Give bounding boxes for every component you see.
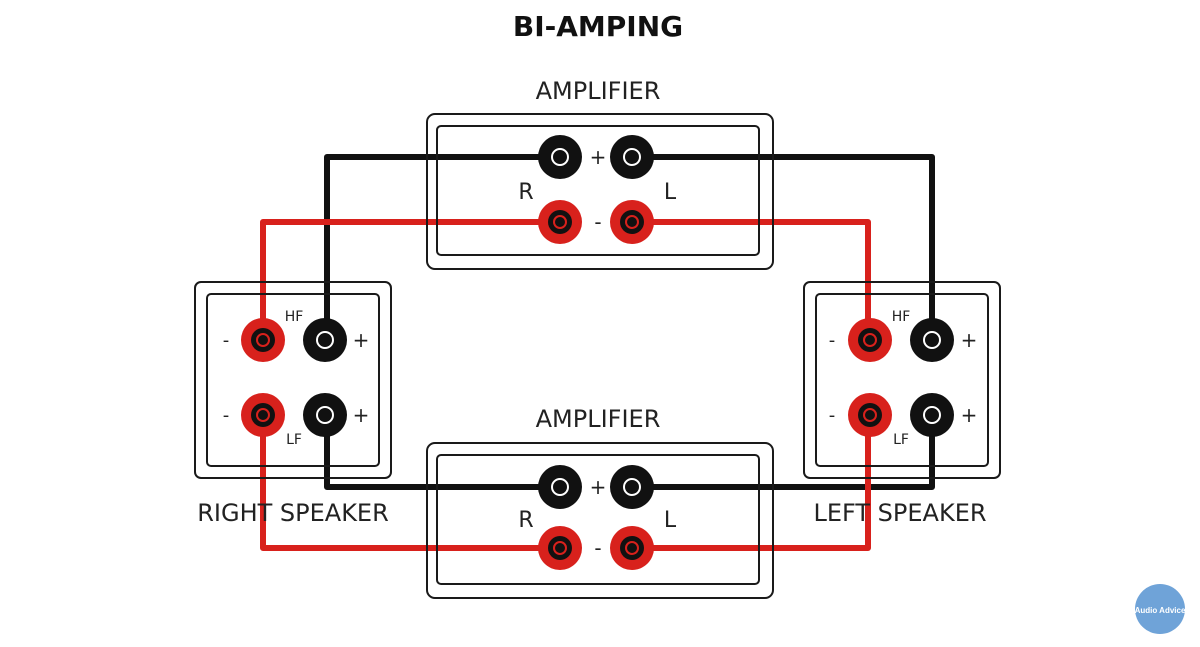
wire-top-amp-r-minus-to-right-hf-minus — [260, 219, 560, 340]
wire-top-amp-l-minus-to-left-hf-minus — [632, 219, 871, 340]
left-speaker: HF LF - - + + LEFT SPEAKER — [803, 281, 1001, 527]
right-speaker-label: RIGHT SPEAKER — [197, 499, 389, 527]
amplifier-top-plus-sign: + — [590, 145, 607, 169]
left-speaker-hf-minus-terminal — [847, 317, 893, 363]
amplifier-top-l-plus-terminal — [609, 134, 655, 180]
left-speaker-hf-plus-terminal — [909, 317, 955, 363]
wire-bottom-amp-l-plus-to-left-lf-plus — [632, 415, 935, 490]
amplifier-top-channel-r: R — [518, 180, 533, 205]
amplifier-bottom-l-plus-terminal — [609, 464, 655, 510]
left-speaker-lf-minus-terminal — [847, 392, 893, 438]
left-speaker-inner-box — [815, 293, 989, 467]
right-speaker-lf-plus-terminal — [302, 392, 348, 438]
wire-top-amp-l-plus-to-left-hf-plus — [632, 154, 935, 340]
wires — [260, 154, 935, 551]
wire-bottom-amp-l-minus-to-left-lf-minus — [632, 415, 871, 551]
amplifier-top-outer-box — [426, 113, 774, 270]
amplifier-bottom-r-minus-terminal — [537, 525, 583, 571]
left-speaker-lf-plus-terminal — [909, 392, 955, 438]
wire-bottom-amp-r-minus-to-right-lf-minus — [260, 415, 560, 551]
amplifier-bottom-channel-r: R — [518, 508, 533, 533]
amplifier-top-l-minus-terminal — [609, 199, 655, 245]
left-speaker-outer-box — [803, 281, 1001, 479]
wire-top-amp-r-plus-to-right-hf-plus — [324, 154, 560, 340]
amplifier-bottom-inner-box — [436, 454, 760, 585]
diagram-title: BI-AMPING — [513, 10, 683, 43]
left-speaker-lf-label: LF — [893, 432, 909, 448]
amplifier-top-r-minus-terminal — [537, 199, 583, 245]
right-speaker-hf-minus-terminal — [240, 317, 286, 363]
amplifier-bottom-plus-sign: + — [590, 475, 607, 499]
right-speaker-hf-label: HF — [285, 309, 304, 325]
right-speaker-hf-plus-sign: + — [353, 328, 370, 352]
amplifier-top: AMPLIFIER + - R L — [426, 77, 774, 270]
right-speaker-hf-minus-sign: - — [223, 330, 230, 351]
right-speaker-lf-plus-sign: + — [353, 403, 370, 427]
right-speaker-hf-plus-terminal — [302, 317, 348, 363]
amplifier-bottom-outer-box — [426, 442, 774, 599]
right-speaker: HF LF - - + + RIGHT SPEAKER — [194, 281, 392, 527]
wire-bottom-amp-r-plus-to-right-lf-plus — [324, 415, 560, 490]
left-speaker-label: LEFT SPEAKER — [813, 499, 986, 527]
audio-advice-logo: Audio Advice — [1135, 584, 1186, 634]
audio-advice-badge-circle — [1135, 584, 1185, 634]
amplifier-bottom: AMPLIFIER + - R L — [426, 405, 774, 599]
amplifier-top-minus-sign: - — [594, 210, 601, 234]
amplifier-bottom-l-minus-terminal — [609, 525, 655, 571]
amplifier-bottom-channel-l: L — [664, 508, 677, 533]
left-speaker-hf-minus-sign: - — [829, 330, 836, 351]
right-speaker-inner-box — [206, 293, 380, 467]
amplifier-bottom-r-plus-terminal — [537, 464, 583, 510]
left-speaker-hf-plus-sign: + — [961, 328, 978, 352]
amplifier-top-r-plus-terminal — [537, 134, 583, 180]
amplifier-bottom-minus-sign: - — [594, 536, 601, 560]
right-speaker-outer-box — [194, 281, 392, 479]
right-speaker-lf-label: LF — [286, 432, 302, 448]
amplifier-bottom-label: AMPLIFIER — [536, 405, 661, 433]
left-speaker-hf-label: HF — [892, 309, 911, 325]
audio-advice-badge-text: Audio Advice — [1135, 606, 1186, 615]
left-speaker-lf-plus-sign: + — [961, 403, 978, 427]
amplifier-top-channel-l: L — [664, 180, 677, 205]
right-speaker-lf-minus-sign: - — [223, 405, 230, 426]
right-speaker-lf-minus-terminal — [240, 392, 286, 438]
amplifier-top-label: AMPLIFIER — [536, 77, 661, 105]
left-speaker-lf-minus-sign: - — [829, 405, 836, 426]
amplifier-top-inner-box — [436, 125, 760, 256]
